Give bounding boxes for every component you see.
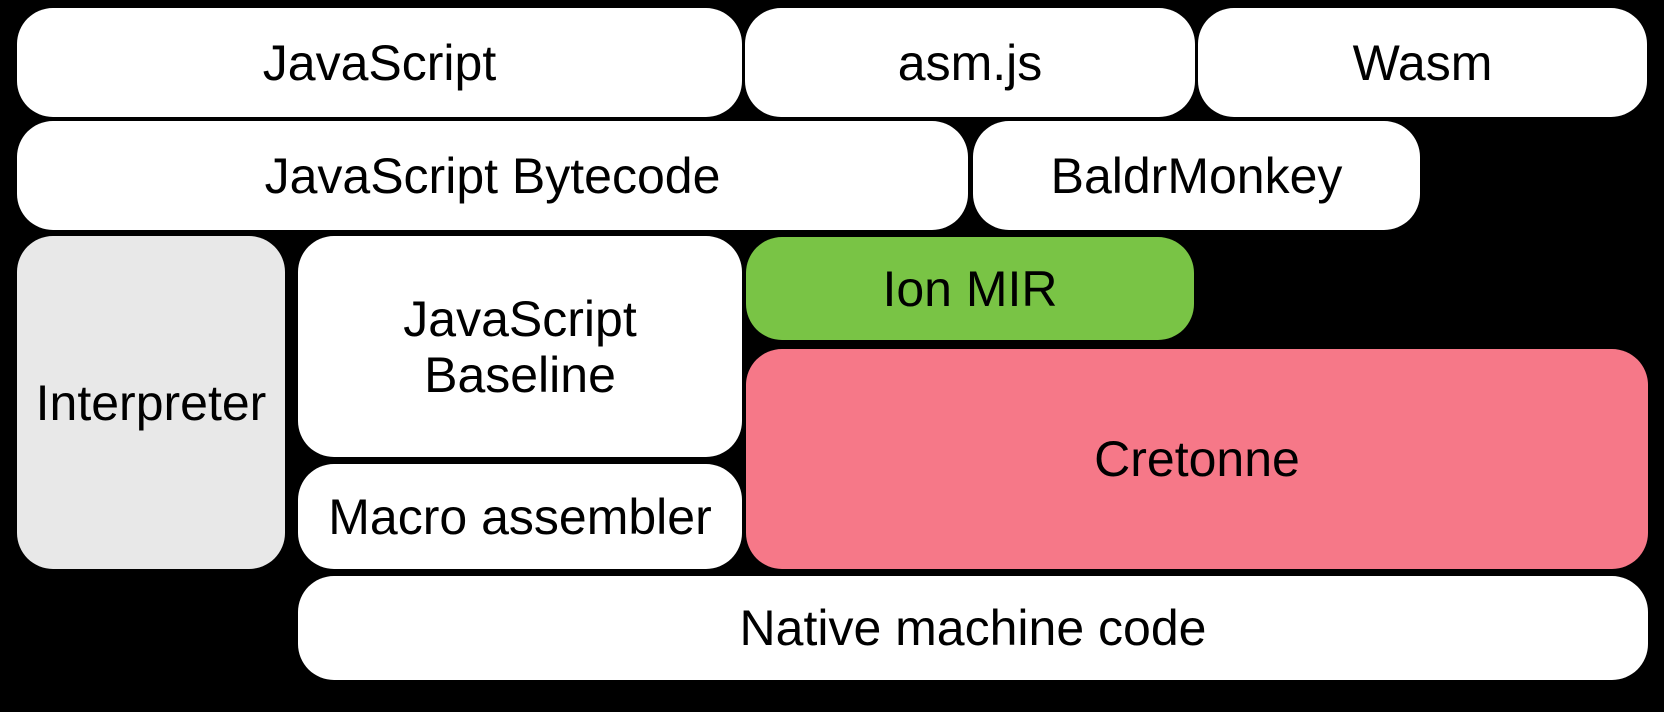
node-baldrmonkey: BaldrMonkey — [973, 121, 1420, 230]
node-wasm-label: Wasm — [1352, 34, 1493, 91]
node-javascript: JavaScript — [17, 8, 742, 117]
node-asmjs-label: asm.js — [897, 34, 1043, 91]
node-cretonne-label: Cretonne — [1094, 431, 1300, 487]
node-javascript-baseline-label: JavaScript Baseline — [403, 290, 637, 403]
node-interpreter-label: Interpreter — [35, 374, 267, 431]
node-javascript-bytecode-label: JavaScript Bytecode — [264, 147, 721, 204]
node-macro-assembler: Macro assembler — [298, 464, 742, 569]
node-baldrmonkey-label: BaldrMonkey — [1050, 147, 1343, 204]
node-ion-mir-label: Ion MIR — [882, 260, 1058, 317]
node-interpreter: Interpreter — [17, 236, 285, 569]
node-ion-mir: Ion MIR — [746, 237, 1194, 340]
node-asmjs: asm.js — [745, 8, 1195, 117]
node-javascript-bytecode: JavaScript Bytecode — [17, 121, 968, 230]
node-javascript-baseline: JavaScript Baseline — [298, 236, 742, 457]
node-javascript-label: JavaScript — [262, 34, 497, 91]
node-wasm: Wasm — [1198, 8, 1647, 117]
node-native-machine-code: Native machine code — [298, 576, 1648, 680]
node-cretonne: Cretonne — [746, 349, 1648, 569]
node-macro-assembler-label: Macro assembler — [328, 488, 712, 545]
node-native-machine-code-label: Native machine code — [739, 600, 1207, 656]
